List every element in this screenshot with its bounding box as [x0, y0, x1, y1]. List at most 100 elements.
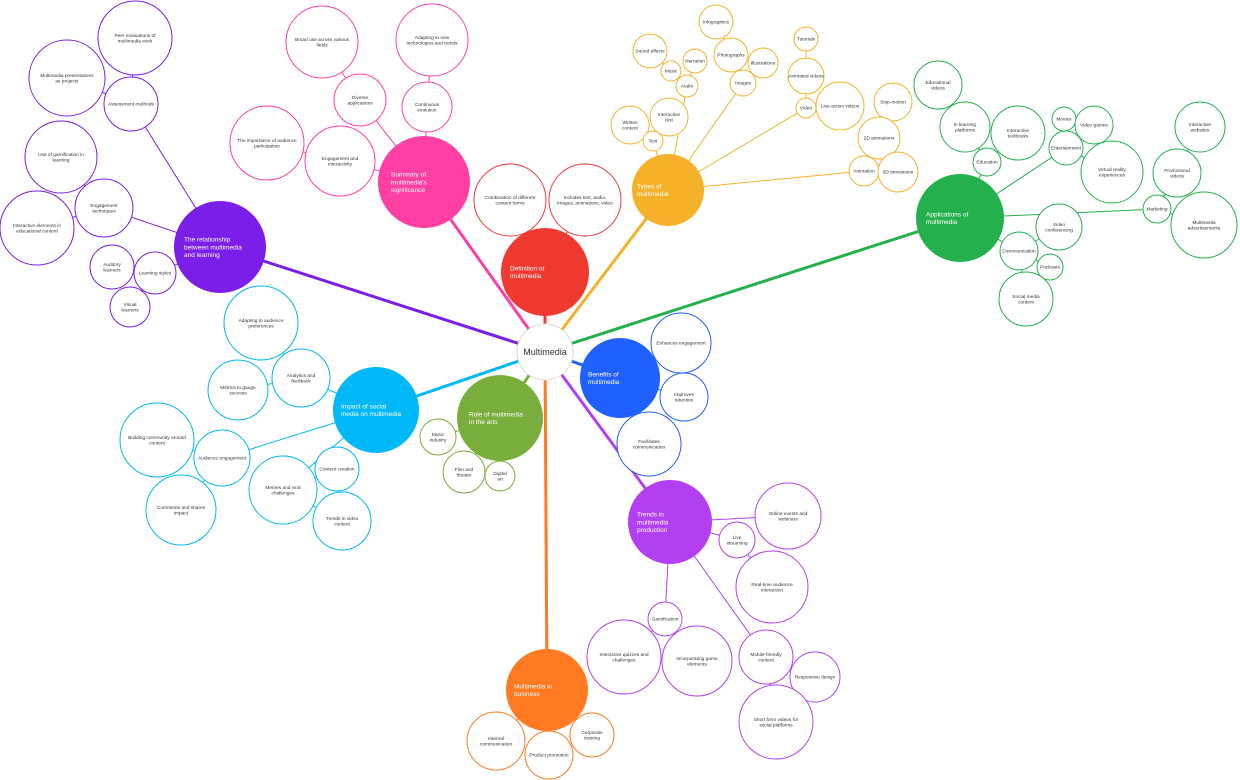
node-t_video[interactable]: Video	[795, 97, 817, 119]
node-t_audio[interactable]: Audio	[675, 74, 699, 98]
node-a_edu[interactable]: Education	[972, 147, 1002, 177]
node-center[interactable]: Multimedia	[516, 323, 574, 381]
node-s_create[interactable]: Content creation	[314, 446, 360, 492]
node-a_ent[interactable]: Entertainment	[1048, 130, 1084, 166]
node-label-def_incl: Includes text, audio,images, animations,…	[557, 195, 613, 207]
node-tr_resp[interactable]: Responsive design	[789, 651, 841, 703]
node-t_narr[interactable]: Narration	[682, 48, 708, 74]
node-circle-s_comm	[119, 402, 195, 478]
node-a_movies[interactable]: Movies	[1051, 106, 1077, 132]
node-circle-tr_game	[661, 625, 733, 697]
node-circle-t_itext	[649, 97, 689, 137]
node-tr_gam[interactable]: Gamification	[647, 601, 683, 637]
node-t_3d[interactable]: 3D animations	[877, 151, 919, 193]
node-t_info[interactable]: Infographics	[698, 4, 734, 40]
node-t_tut[interactable]: Tutorials	[793, 26, 819, 52]
node-t_animv[interactable]: Animated videos	[787, 57, 825, 95]
node-t_music[interactable]: Music	[660, 60, 682, 82]
node-t_text[interactable]: Text	[642, 130, 664, 152]
node-l_assess[interactable]: Assessment methods	[103, 76, 159, 132]
node-s_aud[interactable]: Audience engagement	[193, 429, 251, 487]
node-a_pod[interactable]: Podcasts	[1036, 253, 1064, 281]
node-t_sound[interactable]: Sound effects	[632, 33, 668, 69]
node-l_styles[interactable]: Learning styles	[133, 251, 177, 295]
node-t_photo[interactable]: Photographs	[713, 37, 749, 73]
node-a_comm[interactable]: Communication	[999, 231, 1039, 271]
node-t_live[interactable]: Live-action videos	[815, 81, 865, 131]
node-a_mkt[interactable]: Marketing	[1142, 194, 1172, 224]
node-a_vgames[interactable]: Video games	[1074, 105, 1114, 145]
node-t_stop[interactable]: Stop-motion	[873, 82, 913, 122]
node-circle-l_eng	[74, 178, 134, 238]
node-circle-a_iweb	[1174, 101, 1226, 153]
node-bu_prod[interactable]: Product promotion	[524, 730, 574, 780]
node-circle-trends	[628, 480, 712, 564]
node-def_incl[interactable]: Includes text, audio,images, animations,…	[548, 163, 622, 237]
node-t_anim[interactable]: Animation	[848, 155, 880, 187]
node-b_eng[interactable]: Enhances engagement	[650, 312, 712, 374]
node-t_2d[interactable]: 2D animations	[857, 116, 901, 160]
node-t_illu[interactable]: Illustrations	[747, 47, 779, 79]
node-t_images[interactable]: Images	[729, 69, 757, 97]
